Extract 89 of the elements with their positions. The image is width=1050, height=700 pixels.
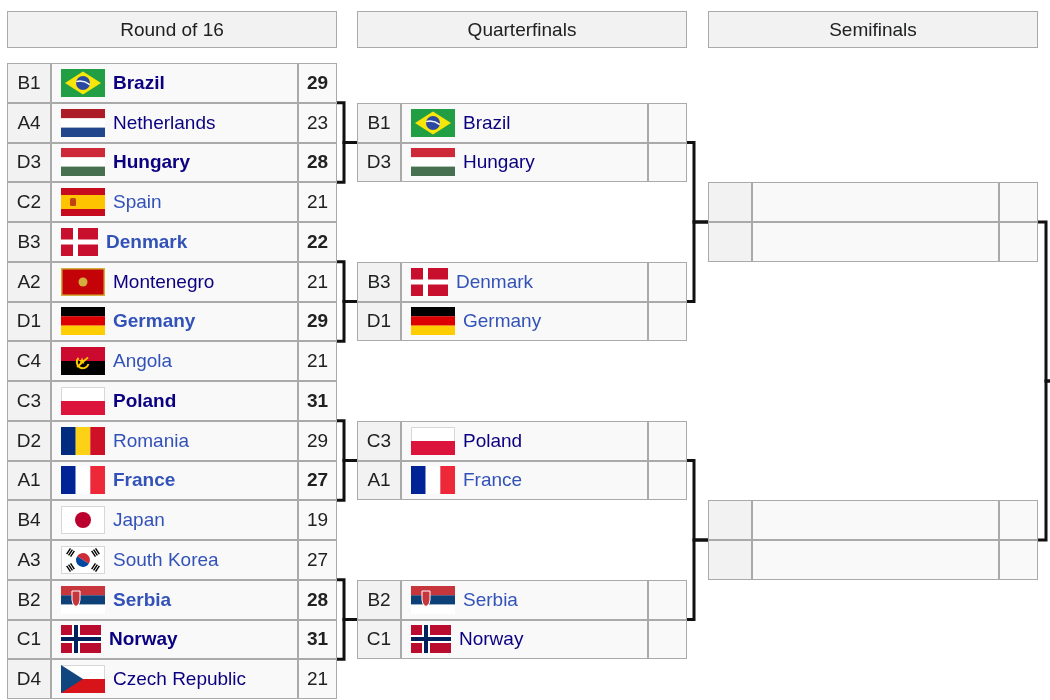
score-cell: 22 [299,223,336,261]
score-cell: 21 [299,660,336,698]
bracket-line [337,618,357,661]
match-table [7,63,337,143]
match-table [357,420,687,501]
seed-cell: B3 [8,223,50,261]
score-cell: 31 [299,620,336,659]
match-table [7,142,337,222]
team-link: France [113,469,176,492]
score-cell: 29 [299,64,336,102]
team-link: Montenegro [113,270,215,293]
team-link: Serbia [463,588,518,611]
seed-cell: B2 [8,580,50,619]
seed-cell: D4 [8,660,50,698]
match-table [357,261,687,342]
seed-cell: B2 [358,580,400,619]
seed-cell: A4 [8,103,50,142]
seed-cell: C2 [8,183,50,221]
round-header: Round of 16 [7,11,337,48]
team-link: South Korea [113,548,219,571]
match-table [7,381,337,461]
score-cell: 21 [299,342,336,380]
score-cell: 21 [299,262,336,301]
bracket-line [337,459,357,502]
score-cell: 27 [299,541,336,579]
match-table [357,579,687,660]
seed-cell: C1 [8,620,50,659]
match-table [7,301,337,381]
score-cell: 27 [299,461,336,500]
seed-cell: B4 [8,501,50,539]
score-cell: 19 [299,501,336,539]
seed-cell: D2 [8,421,50,460]
seed-cell: B1 [8,64,50,102]
seed-cell: D1 [358,302,400,341]
match-table [708,182,1038,262]
team-link: Denmark [106,230,188,253]
team-link: Brazil [113,71,165,94]
seed-cell: A2 [8,262,50,301]
team-link: Spain [113,191,162,214]
team-link: Poland [113,389,177,412]
seed-cell: D3 [8,143,50,182]
team-link: Germany [463,310,542,333]
match-table [708,500,1038,580]
round-header: Quarterfinals [357,11,687,48]
score-cell: 28 [299,143,336,182]
seed-cell: A1 [358,461,400,500]
seed-cell: A1 [8,461,50,500]
score-cell: 21 [299,183,336,221]
team-link: France [463,469,523,492]
match-table [7,222,337,302]
score-cell: 29 [299,302,336,341]
bracket-line [687,538,708,621]
seed-cell: D3 [358,143,400,182]
team-link: Romania [113,429,190,452]
round-header: Semifinals [708,11,1038,48]
team-link: Brazil [463,111,511,134]
team-link: Denmark [456,270,534,293]
team-link: Hungary [463,151,535,174]
match-table [357,102,687,183]
bracket-line [337,141,357,184]
seed-cell: B1 [358,103,400,142]
bracket-line [1038,379,1050,542]
seed-cell: C3 [8,382,50,420]
seed-cell: C3 [358,421,400,460]
match-table [7,460,337,540]
team-link: Serbia [113,588,172,611]
bracket-line [337,300,357,343]
team-link: Norway [459,628,524,651]
score-cell: 29 [299,421,336,460]
team-link: Japan [113,509,165,532]
team-link: Poland [463,429,523,452]
seed-cell: B3 [358,262,400,301]
bracket-line [1038,220,1050,383]
team-link: Germany [113,310,196,333]
bracket-line [687,220,708,303]
score-cell: 31 [299,382,336,420]
match-table [7,619,337,699]
seed-cell: A3 [8,541,50,579]
score-cell: 28 [299,580,336,619]
team-link: Czech Republic [113,668,247,691]
score-cell: 23 [299,103,336,142]
team-link: Norway [109,628,178,651]
match-table [7,540,337,620]
team-link: Angola [113,350,173,373]
team-link: Hungary [113,151,191,174]
seed-cell: D1 [8,302,50,341]
seed-cell: C4 [8,342,50,380]
seed-cell: C1 [358,620,400,659]
team-link: Netherlands [113,111,216,134]
